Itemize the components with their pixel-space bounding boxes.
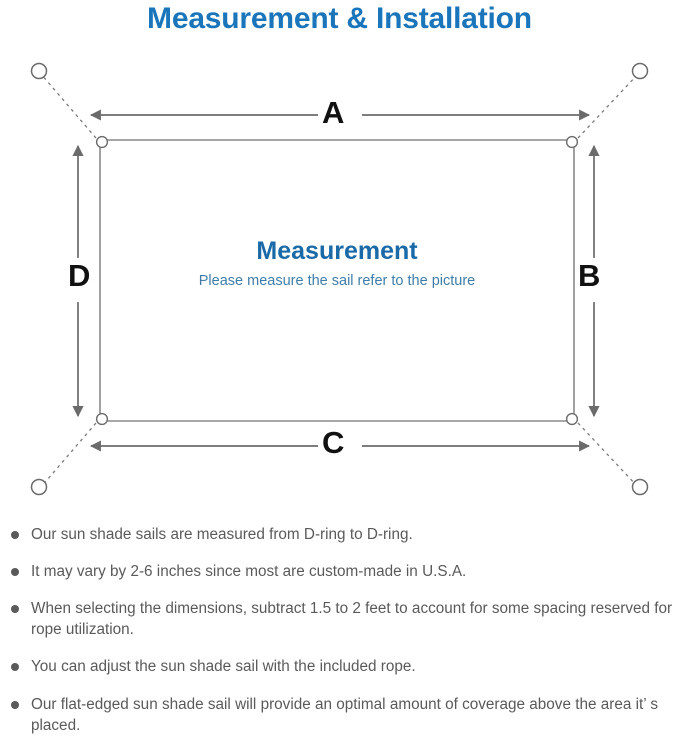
sail-caption-title: Measurement <box>256 237 418 265</box>
anchor-point-bottom-right <box>631 478 649 496</box>
list-item-text: Our sun shade sails are measured from D-… <box>31 526 413 543</box>
rope-bottom-right <box>577 422 639 488</box>
sail-measurement-diagram: A B C D Measurement Please measure the s… <box>0 50 679 515</box>
bullet-icon <box>11 531 19 539</box>
list-item: You can adjust the sun shade sail with t… <box>0 656 679 677</box>
dimension-label-a: A <box>322 95 345 130</box>
d-ring-top-left <box>95 135 109 149</box>
sail-body <box>99 139 575 422</box>
notes-list: Our sun shade sails are measured from D-… <box>0 524 679 736</box>
list-item: Our flat-edged sun shade sail will provi… <box>0 694 679 736</box>
list-item-text: You can adjust the sun shade sail with t… <box>31 658 416 676</box>
diagram-svg <box>30 62 649 496</box>
bullet-icon <box>11 605 19 614</box>
page-title: Measurement & Installation <box>147 2 532 35</box>
list-item-text: Our flat-edged sun shade sail will provi… <box>31 695 658 734</box>
anchor-point-top-left <box>30 62 48 80</box>
sail-caption-subtitle: Please measure the sail refer to the pic… <box>198 272 476 289</box>
rope-top-left <box>40 73 97 139</box>
bullet-icon <box>11 663 19 672</box>
list-item: It may vary by 2-6 inches since most are… <box>0 561 679 582</box>
list-item-text: When selecting the dimensions, subtract … <box>31 600 673 639</box>
bullet-icon <box>11 700 19 709</box>
list-item: Our sun shade sails are measured from D-… <box>0 524 679 545</box>
anchor-point-top-right <box>631 62 649 80</box>
rope-top-right <box>577 73 639 139</box>
sail-caption-block: Measurement Please measure the sail refe… <box>100 237 574 290</box>
d-ring-top-right <box>565 135 579 149</box>
rope-bottom-left <box>40 422 97 488</box>
d-ring-bottom-right <box>565 412 579 426</box>
list-item-text: It may vary by 2-6 inches since most are… <box>31 563 467 581</box>
d-ring-bottom-left <box>95 412 109 426</box>
anchor-point-bottom-left <box>30 478 48 496</box>
dimension-label-b: B <box>578 258 601 293</box>
dimension-label-c: C <box>322 425 345 460</box>
dimension-label-d: D <box>68 258 91 293</box>
bullet-icon <box>11 568 19 577</box>
list-item: When selecting the dimensions, subtract … <box>0 598 679 640</box>
